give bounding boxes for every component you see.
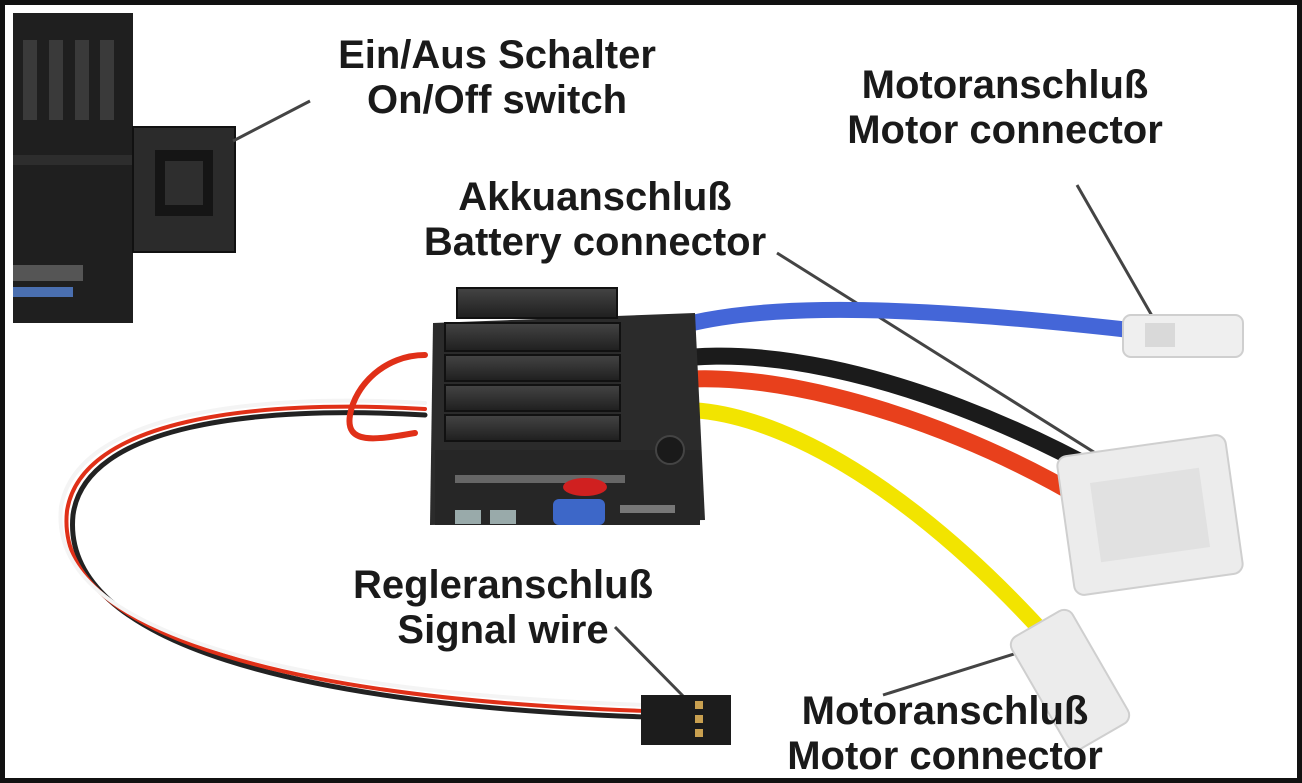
motor-connector-bottom <box>1009 608 1131 752</box>
label-motor-bottom-en: Motor connector <box>787 733 1103 778</box>
servo-plug <box>641 695 731 745</box>
label-signal-de: Regleranschluß <box>352 563 654 607</box>
label-switch-en: On/Off switch <box>367 77 627 122</box>
label-motor-bottom-de: Motoranschluß <box>801 689 1089 733</box>
leader-signal <box>613 625 689 702</box>
label-motor-top: Motoranschluß Motor connector <box>805 63 1205 153</box>
label-battery-de: Akkuanschluß <box>458 175 732 219</box>
label-motor-bottom: Motoranschluß Motor connector <box>745 689 1145 778</box>
label-motor-top-en: Motor connector <box>847 107 1163 152</box>
label-motor-top-de: Motoranschluß <box>861 63 1149 107</box>
label-signal-en: Signal wire <box>397 607 609 652</box>
leader-switch <box>232 99 311 143</box>
label-signal: Regleranschluß Signal wire <box>303 563 703 653</box>
label-battery: Akkuanschluß Battery connector <box>385 175 805 265</box>
switch-photo <box>13 13 236 323</box>
leader-motor-top <box>1075 184 1165 336</box>
esc-body <box>430 287 705 525</box>
signal-wire <box>58 352 648 720</box>
connectors <box>1009 314 1244 752</box>
label-switch: Ein/Aus Schalter On/Off switch <box>297 33 697 123</box>
label-battery-en: Battery connector <box>423 219 767 264</box>
esc-illustration <box>13 13 1244 752</box>
leader-battery <box>776 251 1144 485</box>
leader-lines <box>232 99 1165 702</box>
motor-connector-top <box>1122 314 1244 358</box>
leader-motor-bottom <box>882 651 1018 697</box>
label-switch-de: Ein/Aus Schalter <box>338 33 656 77</box>
